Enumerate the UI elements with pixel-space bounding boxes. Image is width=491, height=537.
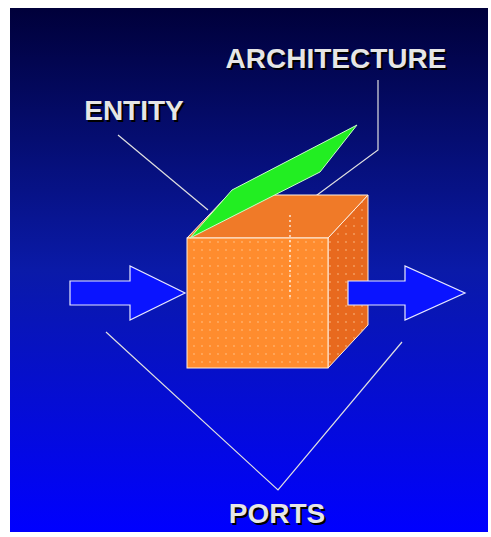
ports-label: PORTS bbox=[229, 500, 325, 528]
port-arrows bbox=[70, 266, 465, 320]
entity-label: ENTITY bbox=[84, 97, 184, 125]
architecture-label: ARCHITECTURE bbox=[226, 45, 447, 73]
background bbox=[10, 8, 488, 532]
entity-plane bbox=[190, 125, 357, 238]
hidden-leader bbox=[289, 215, 290, 300]
